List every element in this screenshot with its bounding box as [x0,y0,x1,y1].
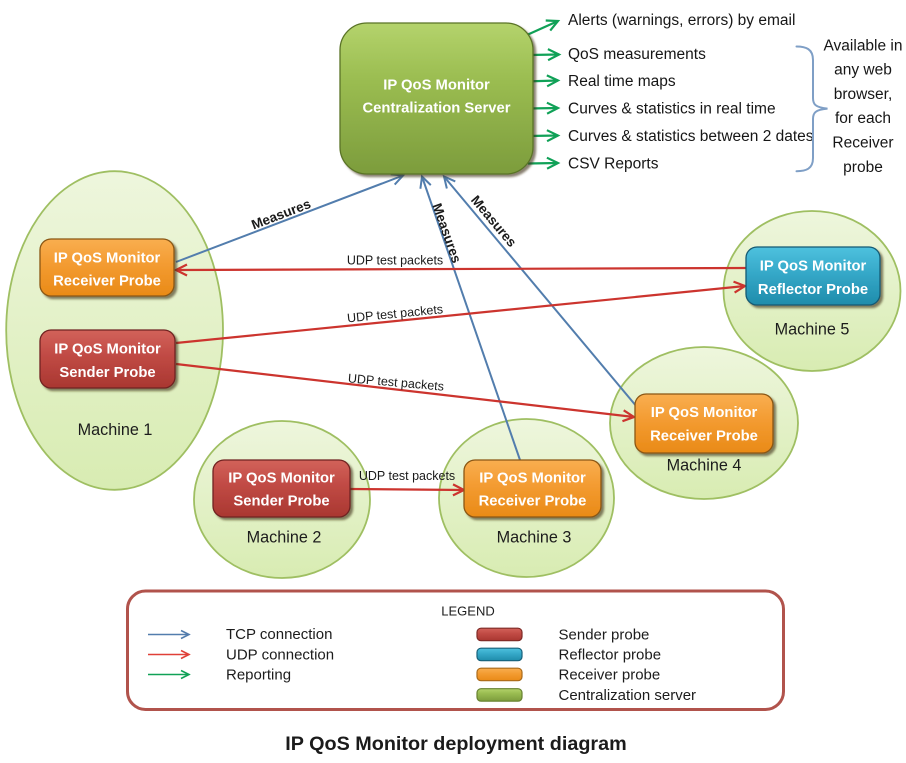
svg-text:browser,: browser, [834,86,893,103]
svg-text:UDP connection: UDP connection [226,647,334,664]
svg-text:any web: any web [834,62,892,79]
svg-text:Sender Probe: Sender Probe [59,365,155,381]
svg-text:UDP test packets: UDP test packets [347,253,443,267]
svg-text:IP QoS Monitor deployment diag: IP QoS Monitor deployment diagram [285,733,626,755]
svg-text:Machine 1: Machine 1 [78,421,153,439]
svg-text:Centralization server: Centralization server [559,687,697,704]
svg-text:Centralization Server: Centralization Server [362,100,510,116]
svg-text:Machine 5: Machine 5 [775,321,850,339]
svg-text:IP QoS Monitor: IP QoS Monitor [54,342,161,358]
svg-text:IP QoS Monitor: IP QoS Monitor [54,251,161,267]
svg-text:Reporting: Reporting [226,667,291,684]
svg-text:Real time maps: Real time maps [568,73,676,90]
svg-text:Alerts (warnings, errors) by e: Alerts (warnings, errors) by email [568,12,795,29]
svg-text:Reflector Probe: Reflector Probe [758,282,868,298]
svg-text:IP QoS Monitor: IP QoS Monitor [651,405,758,421]
svg-text:LEGEND: LEGEND [441,604,494,619]
svg-text:CSV Reports: CSV Reports [568,155,659,172]
svg-text:Receiver: Receiver [832,135,893,152]
svg-text:Sender Probe: Sender Probe [233,494,329,510]
svg-text:Machine 3: Machine 3 [497,529,572,547]
svg-text:Machine 2: Machine 2 [247,529,322,547]
svg-text:Receiver Probe: Receiver Probe [53,274,161,290]
svg-text:Curves & statistics between 2: Curves & statistics between 2 dates [568,128,814,145]
svg-text:Reflector probe: Reflector probe [559,647,662,664]
svg-text:IP QoS Monitor: IP QoS Monitor [760,259,867,275]
svg-text:Receiver probe: Receiver probe [559,667,661,684]
svg-text:IP QoS Monitor: IP QoS Monitor [383,77,490,93]
svg-text:IP QoS Monitor: IP QoS Monitor [479,471,586,487]
svg-text:QoS measurements: QoS measurements [568,46,706,63]
svg-text:Curves & statistics in real ti: Curves & statistics in real time [568,100,776,117]
svg-text:Sender probe: Sender probe [559,627,650,644]
svg-text:UDP test packets: UDP test packets [359,469,455,483]
svg-text:Receiver Probe: Receiver Probe [479,494,587,510]
svg-text:for each: for each [835,110,891,127]
svg-text:Receiver Probe: Receiver Probe [650,429,758,445]
svg-text:TCP connection: TCP connection [226,626,332,643]
svg-text:Measures: Measures [468,193,520,250]
svg-text:Machine 4: Machine 4 [667,457,742,475]
svg-text:IP QoS Monitor: IP QoS Monitor [228,471,335,487]
svg-text:Available in: Available in [824,37,903,54]
svg-text:probe: probe [843,159,883,176]
